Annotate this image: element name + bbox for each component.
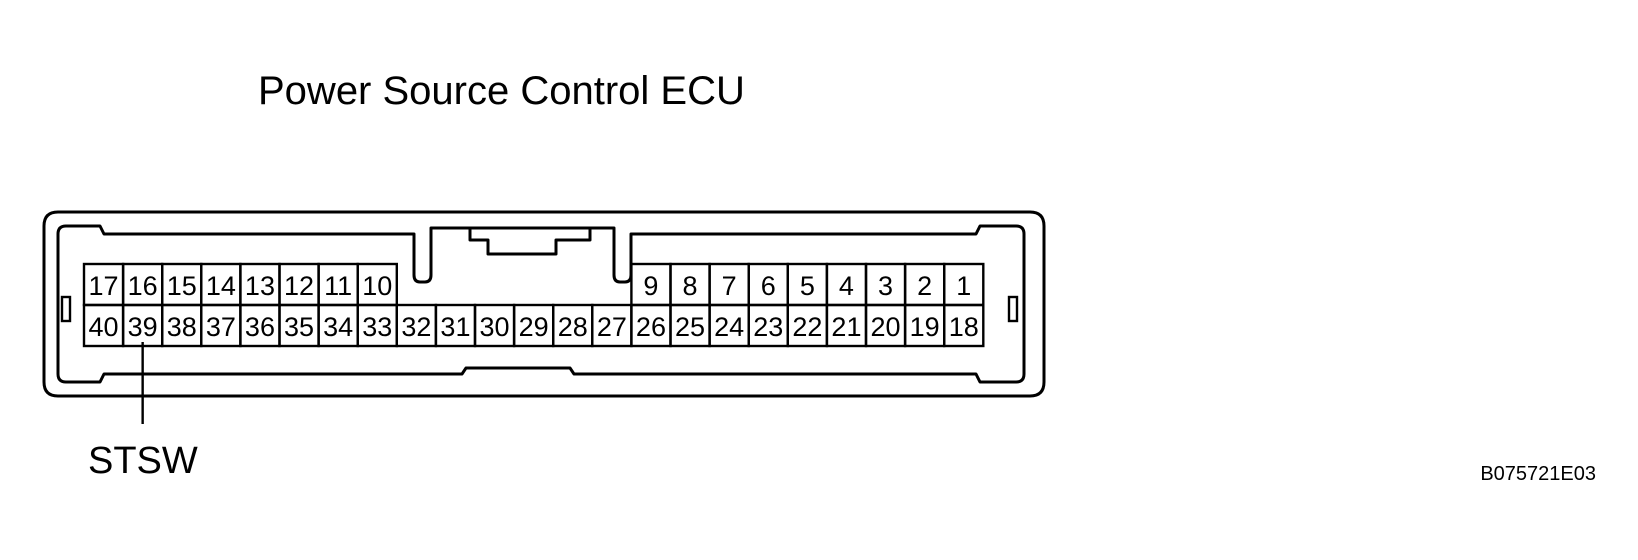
pin-number: 31	[440, 312, 470, 342]
connector-inner-shell	[56, 224, 1026, 384]
pin-number: 38	[167, 312, 197, 342]
pin-number: 15	[167, 271, 197, 301]
pin-number: 17	[89, 271, 119, 301]
pin-number: 26	[636, 312, 666, 342]
pin-number: 8	[683, 271, 698, 301]
pin-number: 3	[878, 271, 893, 301]
pin-cell-18	[943, 303, 985, 348]
pin-number: 4	[839, 271, 854, 301]
connector-side-key-right	[1007, 295, 1019, 323]
pin-number: 9	[643, 271, 658, 301]
connector-housing	[42, 210, 1046, 398]
pin-number: 30	[480, 312, 510, 342]
pin-number: 33	[362, 312, 392, 342]
pin-number: 34	[323, 312, 353, 342]
pin-number: 5	[800, 271, 815, 301]
pin-number: 7	[722, 271, 737, 301]
pin-number: 12	[284, 271, 314, 301]
pin-number: 20	[871, 312, 901, 342]
pin-number: 6	[761, 271, 776, 301]
pin-number: 37	[206, 312, 236, 342]
pin-number: 18	[949, 312, 979, 342]
pin-number: 36	[245, 312, 275, 342]
figure-code: B075721E03	[1480, 463, 1596, 485]
stsw-signal-label: STSW	[88, 440, 198, 482]
connector-outer-shell	[42, 210, 1046, 398]
pin-number: 13	[245, 271, 275, 301]
pin-number: 10	[362, 271, 392, 301]
pin-number: 1	[956, 271, 971, 301]
pin-number: 35	[284, 312, 314, 342]
pin-number: 2	[917, 271, 932, 301]
pin-number: 24	[714, 312, 744, 342]
pin-number: 11	[324, 271, 352, 301]
pin-number: 32	[401, 312, 431, 342]
pin-number: 27	[597, 312, 627, 342]
connector-latch	[468, 228, 592, 256]
pin-number: 16	[128, 271, 158, 301]
diagram-title: Power Source Control ECU	[258, 69, 745, 113]
pin-number: 40	[89, 312, 119, 342]
pin-number: 22	[792, 312, 822, 342]
pin-number: 25	[675, 312, 705, 342]
pin-number: 21	[831, 312, 861, 342]
pin-number: 29	[519, 312, 549, 342]
pin-number: 19	[910, 312, 940, 342]
pin-number: 28	[558, 312, 588, 342]
pin-number: 23	[753, 312, 783, 342]
pin-number: 14	[206, 271, 236, 301]
pin-number: 39	[128, 312, 158, 342]
connector-side-key-left	[60, 295, 72, 323]
